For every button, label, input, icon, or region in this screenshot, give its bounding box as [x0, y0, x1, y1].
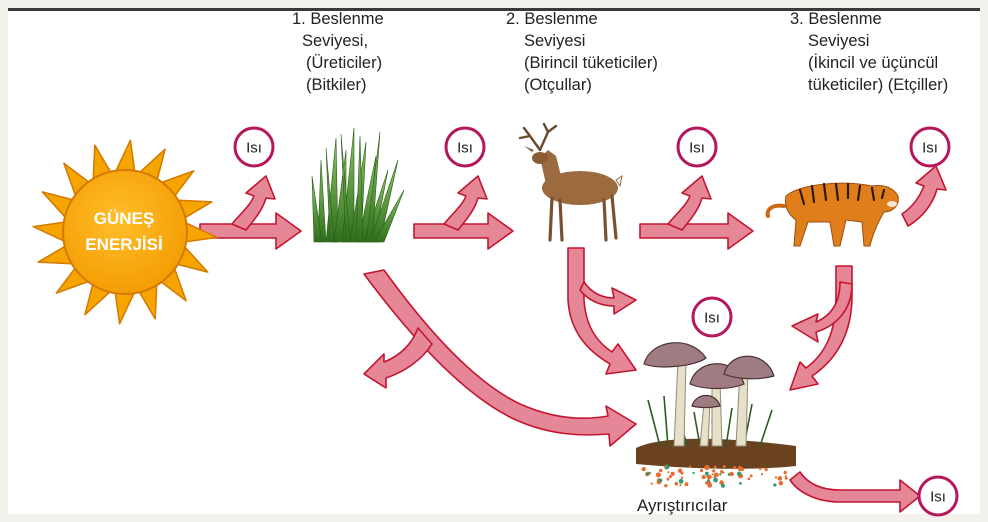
soil-dot: [681, 477, 683, 479]
arrow-herbivores-side: [580, 282, 636, 314]
soil-dot: [712, 473, 714, 475]
heat-label-2: Isı: [457, 140, 473, 157]
sun-ray: [115, 140, 135, 173]
soil-dot: [669, 475, 672, 478]
soil-dot: [714, 473, 719, 478]
soil-dot: [665, 466, 667, 468]
sun-text-line1: GÜNEŞ: [94, 209, 154, 228]
soil-dot: [646, 472, 649, 475]
level-3-line-1: 3. Beslenme: [790, 8, 948, 30]
soil-dot: [704, 465, 709, 470]
soil-dot: [773, 483, 776, 486]
soil-dot: [728, 474, 730, 476]
level-2-line-4: (Otçullar): [506, 74, 658, 96]
soil-dot: [707, 475, 712, 480]
soil-dot: [759, 467, 762, 470]
soil-dot: [681, 472, 684, 475]
soil-dot: [713, 478, 718, 483]
soil-dot: [779, 481, 783, 485]
level-3-line-3: (İkincil ve üçüncül: [790, 52, 948, 74]
soil-dot: [664, 484, 667, 487]
heat-label-3: Isı: [689, 140, 705, 157]
sun-ray: [115, 291, 135, 324]
soil-dot: [707, 483, 712, 488]
level-1-line-1: 1. Beslenme: [290, 8, 384, 30]
soil-dot: [733, 466, 736, 469]
heat-label-5: Isı: [704, 310, 720, 327]
soil-dot: [707, 479, 710, 482]
soil-dot: [750, 474, 753, 477]
soil-dot: [785, 477, 788, 480]
soil-dot: [642, 467, 646, 471]
level-3-label: 3. Beslenme Seviyesi (İkincil ve üçüncül…: [790, 8, 948, 96]
soil-dot: [667, 478, 670, 481]
tiger-icon: [768, 183, 899, 246]
sun-text-line2: ENERJİSİ: [85, 235, 162, 254]
soil-dot: [680, 484, 682, 486]
mushrooms-icon: [636, 343, 796, 488]
level-3-line-4: tüketiciler) (Etçiller): [790, 74, 948, 96]
deer-icon: [520, 124, 622, 240]
level-2-line-3: (Birincil tüketiciler): [506, 52, 658, 74]
level-1-line-4: (Bitkiler): [290, 74, 384, 96]
soil-dot: [656, 472, 661, 477]
soil-dot: [739, 482, 742, 485]
soil-dot: [761, 473, 763, 475]
soil-dot: [679, 479, 684, 484]
arrow-plants-heat: [444, 176, 487, 230]
heat-label-6: Isı: [930, 489, 946, 506]
arrow-herbivores-to-decomposers: [568, 248, 636, 374]
soil-dot: [702, 475, 706, 479]
level-1-line-2: Seviyesi,: [290, 30, 384, 52]
soil-dot: [659, 479, 663, 483]
soil-dot: [689, 466, 691, 468]
level-2-line-1: 2. Beslenme: [506, 8, 658, 30]
soil-dot: [784, 471, 787, 474]
level-1-label: 1. Beslenme Seviyesi, (Üreticiler) (Bitk…: [290, 8, 384, 96]
heat-label-1: Isı: [246, 140, 262, 157]
soil-dot: [721, 484, 725, 488]
arrow-herbivores-heat: [668, 176, 711, 230]
level-1-line-3: (Üreticiler): [290, 52, 384, 74]
arrow-plants-decomp-heat: [364, 328, 432, 388]
arrow-herbivores-to-carnivores: [640, 213, 753, 249]
arrow-carnivores-heat: [902, 166, 946, 226]
soil-dot: [684, 482, 688, 486]
soil-dot: [659, 469, 662, 472]
soil-dot: [700, 469, 703, 472]
sun-ray: [33, 222, 66, 242]
soil-dot: [651, 483, 653, 485]
soil-dot: [705, 472, 709, 476]
soil-dot: [730, 472, 734, 476]
soil-dot: [692, 472, 694, 474]
decomposers-label: Ayrıştırıcılar: [637, 496, 727, 516]
sun-icon: GÜNEŞ ENERJİSİ: [33, 140, 217, 324]
grass-icon: [312, 128, 404, 242]
soil-dot: [748, 477, 751, 480]
soil-dot: [778, 476, 783, 481]
level-2-line-2: Seviyesi: [506, 30, 658, 52]
level-2-label: 2. Beslenme Seviyesi (Birincil tüketicil…: [506, 8, 658, 96]
soil-dot: [738, 467, 742, 471]
arrow-sun-heat: [232, 176, 275, 230]
soil-dot: [714, 466, 717, 469]
soil-dot: [723, 465, 726, 468]
arrow-decomposers-heat: [790, 472, 920, 512]
soil-dot: [712, 469, 715, 472]
heat-label-4: Isı: [922, 140, 938, 157]
soil-dot: [719, 473, 721, 475]
level-3-line-2: Seviyesi: [790, 30, 948, 52]
soil-dot: [667, 471, 669, 473]
soil-dot: [675, 482, 679, 486]
soil-dot: [720, 470, 723, 473]
soil-dot: [765, 468, 768, 471]
soil-dot: [775, 476, 777, 478]
soil-dot: [737, 472, 741, 476]
